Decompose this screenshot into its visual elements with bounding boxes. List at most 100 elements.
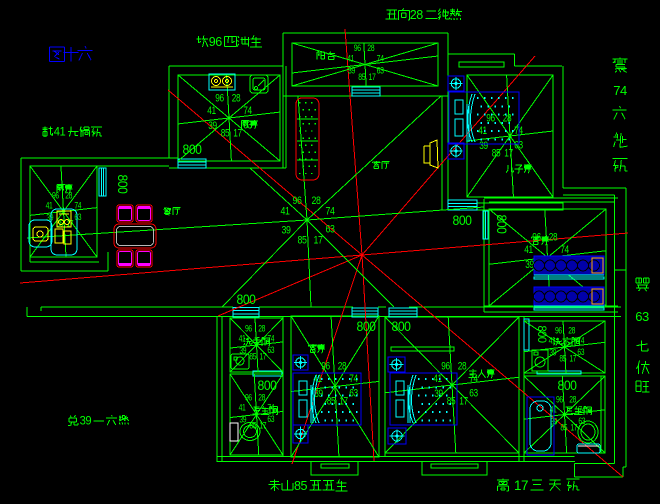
svg-text:85: 85 <box>560 422 567 432</box>
svg-text:28: 28 <box>258 323 265 333</box>
svg-text:63: 63 <box>267 414 274 424</box>
svg-text:28: 28 <box>258 392 265 402</box>
svg-text:85: 85 <box>298 235 307 247</box>
svg-text:74: 74 <box>577 335 584 345</box>
svg-text:85: 85 <box>294 478 307 493</box>
svg-text:41: 41 <box>347 53 354 63</box>
svg-text:85: 85 <box>559 353 566 363</box>
svg-text:63: 63 <box>349 387 358 399</box>
svg-text:17: 17 <box>66 218 73 228</box>
svg-text:28: 28 <box>338 360 347 372</box>
svg-text:85: 85 <box>358 72 365 82</box>
svg-text:28: 28 <box>312 195 321 207</box>
svg-text:96: 96 <box>354 43 361 53</box>
svg-text:28: 28 <box>367 43 374 53</box>
svg-text:96: 96 <box>486 112 495 124</box>
svg-text:85: 85 <box>221 127 230 139</box>
svg-text:85: 85 <box>56 218 63 228</box>
svg-text:41: 41 <box>207 105 216 117</box>
svg-text:39: 39 <box>525 259 534 271</box>
svg-text:96: 96 <box>441 360 450 372</box>
svg-text:800: 800 <box>258 378 277 393</box>
svg-text:800: 800 <box>237 292 256 307</box>
svg-text:28: 28 <box>569 394 576 404</box>
svg-text:74: 74 <box>349 373 358 385</box>
svg-text:17: 17 <box>569 353 576 363</box>
svg-text:28: 28 <box>232 92 241 104</box>
svg-text:96: 96 <box>209 34 222 49</box>
svg-text:28: 28 <box>458 360 467 372</box>
svg-text:85: 85 <box>492 147 501 159</box>
svg-text:39: 39 <box>46 212 53 222</box>
svg-text:39: 39 <box>239 345 246 355</box>
svg-text:41: 41 <box>549 335 556 345</box>
svg-text:85: 85 <box>249 351 256 361</box>
svg-text:74: 74 <box>613 83 627 98</box>
svg-text:63: 63 <box>377 65 384 75</box>
svg-text:63: 63 <box>635 309 649 324</box>
svg-text:41: 41 <box>550 404 557 414</box>
svg-text:41: 41 <box>524 244 533 256</box>
svg-text:39: 39 <box>208 120 217 132</box>
svg-text:96: 96 <box>555 325 562 335</box>
svg-text:39: 39 <box>479 140 488 152</box>
svg-text:74: 74 <box>578 404 585 414</box>
svg-text:63: 63 <box>326 224 335 236</box>
svg-text:85: 85 <box>327 395 336 407</box>
svg-text:800: 800 <box>392 319 411 334</box>
svg-text:85: 85 <box>447 395 456 407</box>
svg-text:41: 41 <box>239 402 246 412</box>
svg-text:17: 17 <box>459 395 468 407</box>
svg-text:28: 28 <box>503 112 512 124</box>
svg-text:96: 96 <box>293 195 302 207</box>
svg-text:28: 28 <box>410 7 423 22</box>
svg-text:74: 74 <box>267 333 274 343</box>
svg-text:28: 28 <box>549 231 558 243</box>
svg-text:17: 17 <box>259 420 266 430</box>
svg-text:39: 39 <box>80 416 92 428</box>
svg-text:800: 800 <box>115 175 130 194</box>
svg-text:17: 17 <box>570 422 577 432</box>
svg-text:17: 17 <box>339 395 348 407</box>
svg-text:96: 96 <box>556 394 563 404</box>
svg-text:800: 800 <box>558 378 577 393</box>
svg-text:17: 17 <box>368 72 375 82</box>
svg-text:41: 41 <box>478 125 487 137</box>
svg-text:39: 39 <box>549 347 556 357</box>
svg-text:96: 96 <box>52 190 59 200</box>
svg-text:41: 41 <box>281 206 290 218</box>
svg-text:17: 17 <box>504 147 513 159</box>
svg-text:28: 28 <box>65 190 72 200</box>
svg-text:74: 74 <box>469 373 478 385</box>
svg-text:39: 39 <box>314 388 323 400</box>
svg-text:63: 63 <box>469 387 478 399</box>
svg-text:17: 17 <box>259 351 266 361</box>
svg-text:800: 800 <box>535 326 549 344</box>
svg-text:63: 63 <box>267 345 274 355</box>
svg-text:85: 85 <box>249 420 256 430</box>
svg-text:17: 17 <box>233 127 242 139</box>
svg-text:39: 39 <box>434 388 443 400</box>
svg-text:39: 39 <box>282 225 291 237</box>
svg-text:41: 41 <box>239 333 246 343</box>
svg-text:74: 74 <box>560 244 569 256</box>
svg-text:96: 96 <box>321 360 330 372</box>
svg-text:63: 63 <box>577 347 584 357</box>
svg-text:800: 800 <box>183 142 202 157</box>
svg-text:41: 41 <box>433 373 442 385</box>
svg-text:800: 800 <box>494 215 509 234</box>
svg-text:63: 63 <box>514 139 523 151</box>
svg-text:74: 74 <box>243 105 252 117</box>
svg-text:63: 63 <box>74 212 81 222</box>
svg-text:96: 96 <box>215 92 224 104</box>
svg-text:63: 63 <box>578 416 585 426</box>
svg-text:800: 800 <box>357 319 376 334</box>
svg-text:96: 96 <box>245 392 252 402</box>
svg-text:39: 39 <box>348 66 355 76</box>
svg-text:39: 39 <box>239 414 246 424</box>
svg-text:96: 96 <box>245 323 252 333</box>
svg-text:74: 74 <box>74 200 81 210</box>
svg-text:74: 74 <box>326 206 335 218</box>
svg-text:41: 41 <box>54 127 66 139</box>
svg-text:800: 800 <box>453 213 472 228</box>
